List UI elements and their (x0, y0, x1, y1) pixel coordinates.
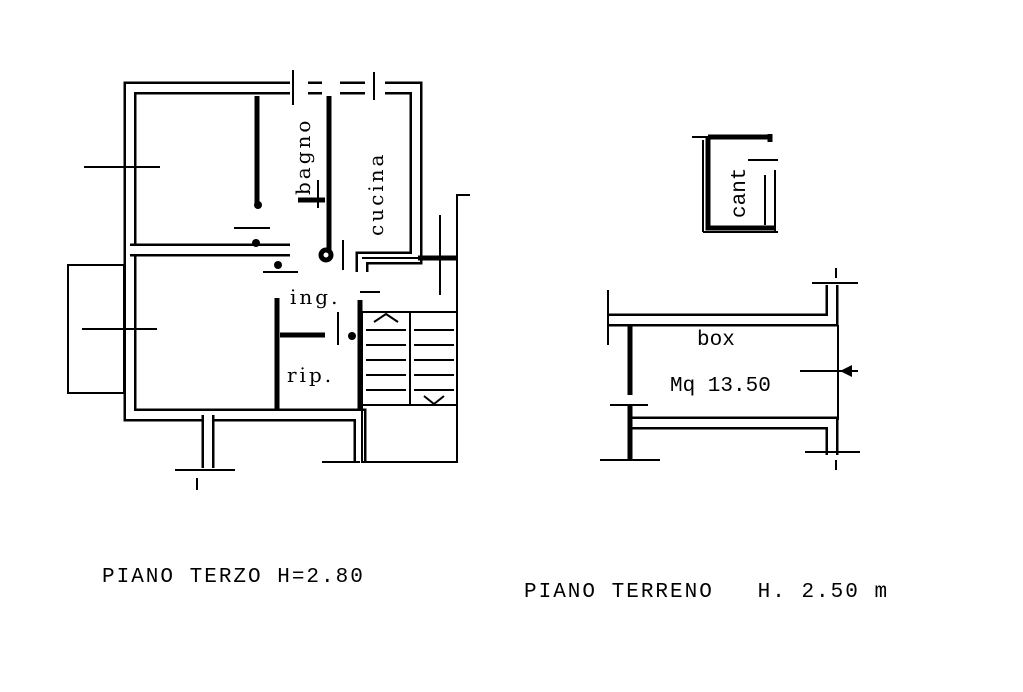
plan-terreno-title: PIANO TERRENO H. 2.50 m (524, 581, 889, 604)
stair-steps (366, 312, 454, 406)
box-area-label: Mq 13.50 (670, 375, 771, 398)
room-label-box: box (697, 329, 735, 352)
plan-terzo-walls (67, 70, 470, 490)
plan-terzo-title: PIANO TERZO H=2.80 (102, 566, 365, 589)
box-walls (600, 268, 860, 470)
room-label-cantina: cant (729, 168, 752, 218)
room-label-ingresso: ing. (290, 285, 340, 309)
room-label-ripostiglio: rip. (287, 363, 334, 387)
room-label-cucina: cucina (364, 152, 388, 236)
cantina-walls (692, 134, 778, 233)
room-label-bagno: bagno (291, 118, 315, 195)
